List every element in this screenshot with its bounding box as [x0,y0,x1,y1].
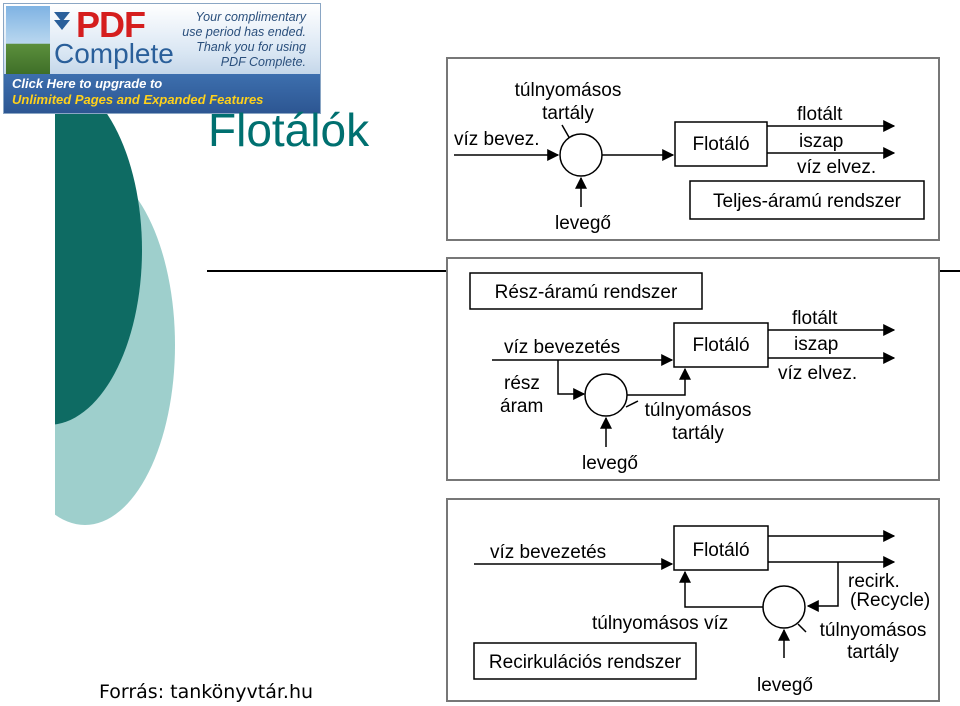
full-flow-diagram: túlnyomásos tartály víz bevez. Flotáló f… [446,57,940,241]
tank-label: tartály [672,423,724,444]
tank-label: túlnyomásos [515,80,622,101]
output-label-3: víz elvez. [778,363,857,384]
tank-label: túlnyomásos [645,400,752,421]
flotation-unit [673,525,769,571]
upgrade-banner[interactable]: PDF Complete Your complimentary use peri… [3,3,321,114]
air-label: levegő [757,675,813,696]
tank-pointer [797,623,807,633]
flotation-unit-label: Flotáló [692,134,749,155]
upgrade-link-line-2[interactable]: Unlimited Pages and Expanded Features [12,92,264,107]
partial-flow-label: rész [504,373,540,394]
flotation-unit [673,322,769,368]
pdf-logo-icon [54,12,70,30]
system-label-box [469,272,703,310]
recirculation-label: (Recycle) [850,590,930,611]
slide-title: Flotálók [208,104,370,156]
banner-message-line: Thank you for using [196,40,306,54]
tank-label: tartály [847,642,899,663]
banner-message: Your complimentary use period has ended.… [156,10,306,70]
output-label-1: flotált [792,308,838,329]
flotation-unit [674,121,768,167]
inlet-label: víz bevezetés [504,337,620,358]
inlet-label: víz bevezetés [490,542,606,563]
partial-flow-arrow [557,360,586,400]
recirculation-line [806,562,839,612]
banner-logo-pdf: PDF [76,4,146,45]
slide-decoration [0,0,175,706]
output-label-3: víz elvez. [797,157,876,178]
system-label-box [689,180,925,220]
output-label-2: iszap [799,131,843,152]
system-label-box [473,642,697,680]
source-credit: Forrás: tankönyvtár.hu [99,681,314,703]
tank-pointer [561,124,571,140]
pressure-tank [762,585,806,629]
flotation-unit-label: Flotáló [692,335,749,356]
banner-message-line: PDF Complete. [220,55,306,69]
system-label: Rész-áramú rendszer [495,282,678,303]
partial-flow-diagram: Rész-áramú rendszer flotált iszap víz el… [446,257,940,481]
partial-flow-label: áram [500,396,543,417]
pressure-tank [584,373,628,417]
flotation-unit-label: Flotáló [692,540,749,561]
banner-strip [4,74,320,113]
output-label-1: flotált [797,104,843,125]
system-label: Recirkulációs rendszer [489,652,682,673]
upgrade-link[interactable]: Click Here to upgrade to Unlimited Pages… [12,76,263,108]
output-label-2: iszap [794,334,838,355]
full-flow-svg: túlnyomásos tartály víz bevez. Flotáló f… [454,80,925,234]
tank-label: tartály [542,103,594,124]
banner-message-line: Your complimentary [195,10,306,24]
air-label: levegő [555,213,611,234]
tank-label: túlnyomásos [820,620,927,641]
tank-to-unit-arrow [627,367,691,396]
system-label: Teljes-áramú rendszer [713,191,902,212]
partial-flow-svg: Rész-áramú rendszer flotált iszap víz el… [469,272,896,474]
left-mask [0,0,55,706]
recirculation-svg: víz bevezetés Flotáló recirk. (Recycle) … [473,525,930,696]
air-label: levegő [582,453,638,474]
tank-to-unit-arrow [679,570,763,608]
pressurized-water-label: túlnyomásos víz [592,613,728,634]
banner-logo-complete: Complete [54,38,174,69]
upgrade-link-line-1[interactable]: Click Here to upgrade to [12,76,163,91]
banner-message-line: use period has ended. [182,25,306,39]
pressure-tank [559,133,603,177]
recirculation-label: recirk. [848,571,900,592]
recirculation-diagram: víz bevezetés Flotáló recirk. (Recycle) … [446,498,940,702]
banner-thumbnail [6,6,50,74]
inlet-label: víz bevez. [454,129,540,150]
tank-pointer [625,400,639,408]
